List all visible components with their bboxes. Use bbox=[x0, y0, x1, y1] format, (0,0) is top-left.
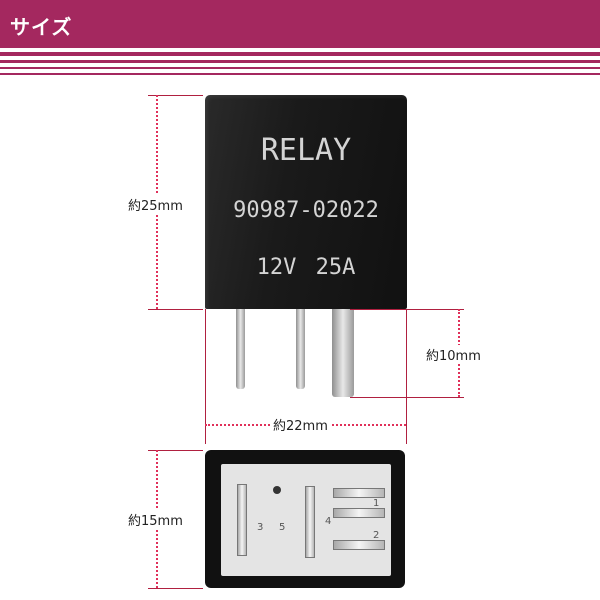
pin-extension-bottom bbox=[350, 397, 464, 398]
relay-label-name: RELAY bbox=[260, 133, 352, 168]
socket-pin-3 bbox=[237, 484, 247, 556]
depth-extension-bottom bbox=[148, 588, 203, 589]
depth-dimension-label: 約15mm bbox=[126, 510, 185, 529]
pin-socket: 3 5 4 1 2 bbox=[221, 464, 391, 576]
socket-pin-1 bbox=[333, 508, 385, 518]
socket-pin-4 bbox=[333, 488, 385, 498]
relay-front-view: RELAY 90987-02022 12V 25A bbox=[205, 95, 407, 309]
socket-number: 5 bbox=[279, 522, 286, 533]
relay-label-rating: 12V 25A bbox=[256, 255, 356, 280]
header-stripe bbox=[0, 67, 600, 69]
header-stripe bbox=[0, 52, 600, 56]
width-dimension-label: 約22mm bbox=[271, 415, 330, 434]
socket-number: 4 bbox=[325, 516, 332, 527]
socket-pin-2 bbox=[333, 540, 385, 550]
relay-pin bbox=[236, 309, 245, 389]
depth-extension-top bbox=[148, 450, 203, 451]
height-extension-bottom bbox=[148, 309, 203, 310]
socket-number: 2 bbox=[373, 530, 380, 541]
width-extension-right bbox=[406, 309, 407, 444]
socket-hole bbox=[273, 486, 281, 494]
header-stripe bbox=[0, 60, 600, 63]
relay-pin-wide bbox=[332, 309, 354, 397]
section-title: サイズ bbox=[10, 15, 73, 39]
pin-length-dimension-label: 約10mm bbox=[424, 345, 483, 364]
height-dimension-label: 約25mm bbox=[126, 195, 185, 214]
width-extension-left bbox=[205, 309, 206, 444]
height-extension-top bbox=[148, 95, 203, 96]
pin-extension-top bbox=[350, 309, 464, 310]
socket-pin-5 bbox=[305, 486, 315, 558]
relay-bottom-view: 3 5 4 1 2 bbox=[205, 450, 405, 588]
relay-pin bbox=[296, 309, 305, 389]
relay-label-part-number: 90987-02022 bbox=[233, 198, 379, 223]
header-bar: サイズ bbox=[0, 0, 600, 48]
header-stripe bbox=[0, 73, 600, 75]
socket-number: 3 bbox=[257, 522, 264, 533]
socket-number: 1 bbox=[373, 498, 380, 509]
